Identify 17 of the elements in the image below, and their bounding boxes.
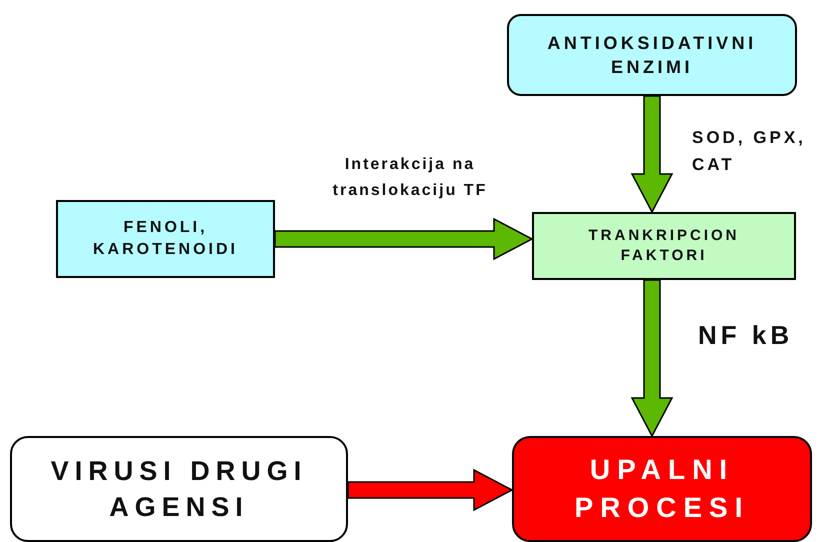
edge-label: Interakcija na translokaciju TF bbox=[332, 155, 488, 201]
block-arrow bbox=[274, 218, 534, 260]
node-label: ANTIOKSIDATIVNI ENZIMI bbox=[546, 32, 758, 79]
block-arrow bbox=[347, 468, 514, 512]
node-label: UPALNI PROCESI bbox=[573, 453, 751, 525]
block-arrow bbox=[630, 95, 674, 214]
enzyme-box bbox=[507, 14, 797, 96]
process-box bbox=[512, 436, 812, 542]
agent-box bbox=[10, 436, 348, 542]
node-label: VIRUSI DRUGI AGENSI bbox=[50, 454, 308, 524]
factor-box bbox=[532, 212, 796, 280]
node-label: TRANKRIPCION FAKTORI bbox=[588, 226, 740, 266]
node-label: FENOLI, KAROTENOIDI bbox=[92, 218, 239, 260]
edge-label: SOD, GPX, CAT bbox=[692, 127, 807, 176]
compound-box bbox=[56, 200, 275, 278]
block-arrow bbox=[630, 279, 674, 438]
edge-label: NF kB bbox=[698, 319, 794, 352]
